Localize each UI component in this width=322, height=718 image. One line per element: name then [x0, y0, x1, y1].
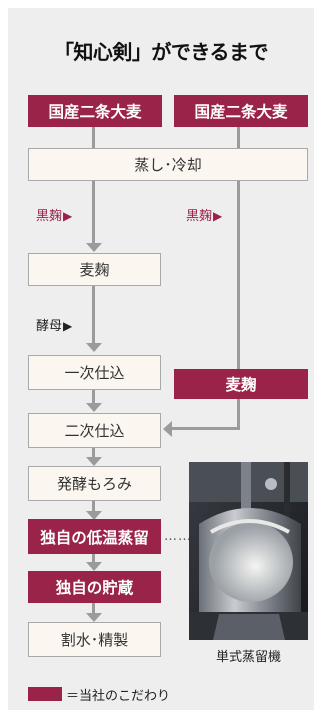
arrowhead-to-secondary-right	[163, 420, 172, 437]
pot-still-photo	[189, 462, 308, 640]
connector-left-1	[92, 126, 95, 148]
arrowhead-to-distill	[85, 511, 102, 520]
yeast-arrow: ▶	[63, 319, 73, 333]
connector-left-4	[92, 389, 95, 404]
distill-box: 独自の低温蒸留	[28, 519, 161, 554]
connector-right-horizontal	[172, 427, 240, 430]
arrowhead-to-ferment	[85, 457, 102, 466]
kurokoji-right-arrow: ▶	[213, 209, 223, 223]
dilute-refine-box: 割水･精製	[28, 622, 161, 657]
photo-link-dots: ……	[164, 529, 192, 544]
primary-mash-box: 一次仕込	[28, 355, 161, 390]
connector-left-6	[92, 500, 95, 514]
arrowhead-to-mugikoji	[85, 243, 102, 252]
legend-text: ＝当社のこだわり	[66, 689, 171, 704]
kurokoji-right-text: 黒麹	[186, 209, 213, 224]
page-title: 「知心剣」ができるまで	[53, 40, 269, 64]
connector-left-3	[92, 285, 95, 343]
connector-left-7	[92, 553, 95, 563]
pot-still-illustration	[189, 462, 308, 640]
steam-cool-box: 蒸し･冷却	[28, 148, 308, 181]
storage-box: 独自の貯蔵	[28, 571, 161, 603]
secondary-mash-box: 二次仕込	[28, 413, 161, 448]
mugikoji-right-box: 麦麹	[174, 369, 308, 399]
barley-right-box: 国産二条大麦	[174, 95, 308, 127]
kurokoji-right-label: 黒麹▶	[186, 205, 222, 224]
arrowhead-to-secondary	[85, 403, 102, 412]
arrowhead-to-storage	[85, 562, 102, 571]
arrowhead-to-primary	[85, 343, 102, 352]
connector-left-2	[92, 180, 95, 248]
connector-left-8	[92, 602, 95, 615]
mugikoji-left-box: 麦麹	[28, 253, 161, 286]
connector-right-1	[237, 126, 240, 148]
connector-left-5	[92, 447, 95, 459]
kurokoji-left-arrow: ▶	[63, 209, 73, 223]
kurokoji-left-text: 黒麹	[36, 209, 63, 224]
arrowhead-to-dilute	[85, 613, 102, 622]
legend-swatch	[28, 687, 62, 701]
kurokoji-left-label: 黒麹▶	[36, 205, 72, 224]
yeast-label: 酵母▶	[36, 315, 72, 334]
barley-left-box: 国産二条大麦	[28, 95, 162, 127]
yeast-text: 酵母	[36, 319, 63, 334]
ferment-box: 発酵もろみ	[28, 466, 161, 501]
connector-right-3	[237, 398, 240, 430]
connector-right-2	[237, 180, 240, 369]
photo-caption: 単式蒸留機	[215, 650, 281, 665]
